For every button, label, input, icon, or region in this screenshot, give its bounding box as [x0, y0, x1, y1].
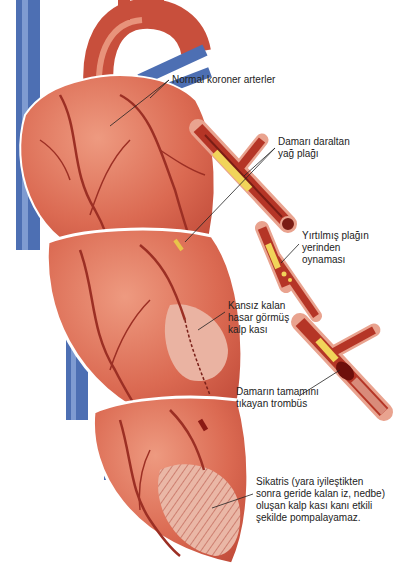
label-text: Damarın tamamını tıkayan trombüs [236, 386, 320, 410]
label-text: Sikatris (yara iyileştikten sonra geride… [256, 476, 391, 524]
label-text: Kansız kalan hasar görmüş kalp kası [228, 300, 290, 336]
label-text: Yırtılmış plağın yerinden oynaması [302, 230, 384, 266]
label-text: Damarı daraltan yağ plağı [278, 136, 358, 160]
label-text: Normal koroner arterler [172, 74, 297, 86]
